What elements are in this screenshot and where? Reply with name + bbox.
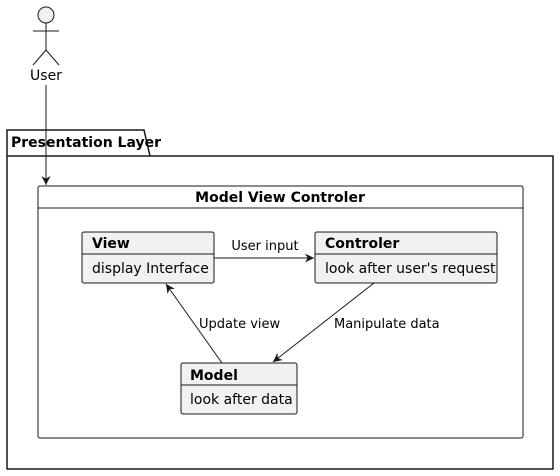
mvc-container-title: Model View Controler (195, 190, 365, 206)
mvc-container-frame (37, 185, 524, 439)
update-view-arrow (165, 283, 223, 364)
user-input-edge: User input (214, 239, 314, 263)
manipulate-data-arrow (272, 282, 375, 363)
actor-right-leg (45, 49, 60, 66)
mvc-container: Model View Controler (37, 185, 524, 439)
model-class: Model look after data (180, 362, 298, 415)
user-input-label: User input (231, 239, 298, 254)
view-class-name: View (92, 236, 130, 252)
model-class-name: Model (190, 368, 238, 384)
model-class-description: look after data (190, 392, 293, 408)
user-actor: User (30, 6, 62, 84)
update-view-label: Update view (199, 317, 281, 332)
view-class-description: display Interface (92, 261, 209, 277)
controler-class-description: look after user's request (325, 261, 496, 277)
package-label: Presentation Layer (11, 135, 161, 151)
presentation-layer-package: Presentation Layer (6, 129, 554, 470)
controler-class: Controler look after user's request (314, 231, 498, 284)
actor-label: User (30, 68, 62, 84)
controler-class-name: Controler (325, 236, 399, 252)
view-class: View display Interface (81, 231, 215, 284)
update-view-edge: Update view (165, 283, 281, 364)
package-frame (6, 129, 554, 470)
manipulate-data-label: Manipulate data (334, 317, 440, 332)
actor-left-leg (32, 49, 47, 66)
actor-head-icon (37, 6, 55, 24)
manipulate-data-edge: Manipulate data (272, 282, 440, 363)
